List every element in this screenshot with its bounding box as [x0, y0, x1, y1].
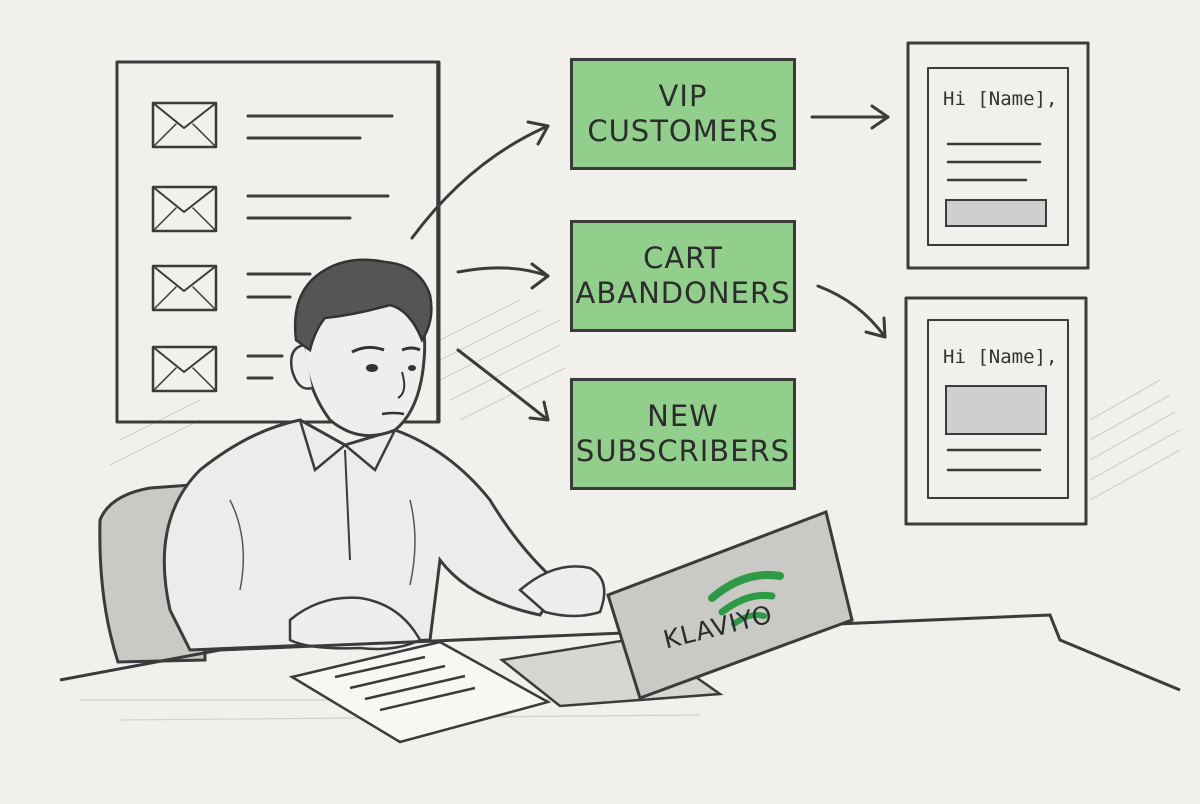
- segment-new-subscribers: NEW SUBSCRIBERS: [570, 378, 796, 490]
- person: [162, 258, 606, 652]
- template-greeting: Hi [Name],: [943, 88, 1058, 110]
- segment-vip-customers: VIP CUSTOMERS: [570, 58, 796, 170]
- segment-cart-abandoners: CART ABANDONERS: [570, 220, 796, 332]
- klaviyo-logo-icon: [708, 571, 784, 627]
- arrow-icon: [456, 262, 550, 290]
- segment-label: CUSTOMERS: [587, 114, 779, 148]
- segment-label: ABANDONERS: [575, 276, 791, 310]
- envelope-icon: [151, 101, 218, 149]
- envelope-icon: [151, 185, 218, 233]
- envelope-icon: [151, 345, 218, 393]
- arrow-icon: [410, 120, 550, 240]
- template-greeting: Hi [Name],: [943, 346, 1058, 368]
- email-list-panel: [115, 60, 441, 424]
- envelope-icon: [151, 264, 218, 312]
- arrow-icon: [456, 348, 550, 422]
- segment-label: SUBSCRIBERS: [575, 434, 791, 468]
- segment-label: NEW: [647, 399, 719, 434]
- segment-label: CART: [643, 241, 723, 276]
- email-template-cart: [904, 296, 1088, 526]
- arrow-icon: [810, 104, 890, 130]
- paper-document: [288, 640, 552, 744]
- email-text-lines: [246, 114, 394, 380]
- email-template-vip: [906, 41, 1090, 270]
- arrow-icon: [816, 284, 887, 339]
- segment-label: VIP: [658, 79, 708, 114]
